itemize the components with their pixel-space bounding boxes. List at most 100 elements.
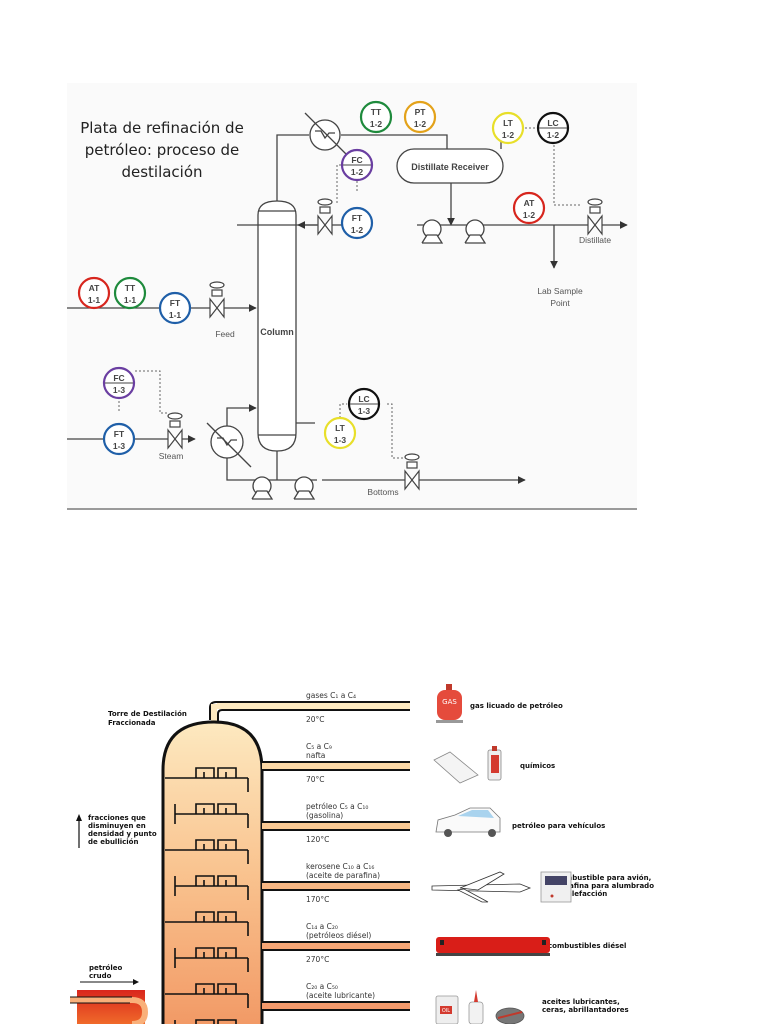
lab-sample-label: Point [550, 298, 570, 308]
diagram-title-line: petróleo: proceso de [85, 141, 240, 159]
instrument-number: 1-2 [523, 210, 536, 220]
product-label: petróleo para vehículos [512, 822, 605, 830]
instrument-number: 1-3 [113, 385, 126, 395]
condenser [309, 119, 341, 151]
steam-label: Steam [159, 451, 184, 461]
instrument-number: 1-2 [502, 130, 515, 140]
lab-sample-label: Lab Sample [537, 286, 583, 296]
instrument-number: 1-2 [351, 167, 364, 177]
instrument-tag: LC [547, 118, 558, 128]
valve-icon [317, 198, 333, 236]
instrument-lc-1-3: LC 1-3 [347, 387, 381, 421]
instrument-number: 1-3 [334, 435, 347, 445]
airplane-icon [431, 871, 532, 903]
train-icon [436, 937, 550, 956]
fraction-name: kerosene C₁₀ a C₁₆ [306, 862, 374, 871]
instrument-tag: LC [358, 394, 369, 404]
instrument-tag: FT [170, 298, 181, 308]
pump-icon [293, 476, 316, 500]
receiver-label: Distillate Receiver [411, 162, 489, 172]
distillate-receiver [396, 148, 504, 184]
instrument-number: 1-1 [169, 310, 182, 320]
instrument-ft-1-2: FT 1-2 [340, 206, 374, 240]
product-label: ceras, abrillantadores [542, 1006, 629, 1014]
pump-icon [251, 476, 274, 500]
tray [165, 839, 249, 864]
instrument-number: 1-3 [113, 441, 126, 451]
instrument-number: 1-2 [370, 119, 383, 129]
instrument-tag: TT [125, 283, 136, 293]
diagram-title-line: Plata de refinación de [80, 119, 244, 137]
gas-cylinder-icon: GAS [436, 684, 463, 723]
instrument-at-1-1: AT1-1 [77, 276, 111, 310]
pump-icon [421, 219, 444, 244]
instrument-lt-1-3: LT 1-3 [323, 416, 357, 450]
tower-title: Torre de Destilación [108, 710, 187, 718]
product-label: parafina para alumbrado [556, 882, 654, 890]
fraction-name: nafta [306, 751, 325, 760]
fraction-name: (gasolina) [306, 811, 343, 820]
tower-title: Fraccionada [108, 719, 156, 727]
instrument-number: 1-2 [351, 225, 364, 235]
column-label: Column [260, 327, 294, 337]
instrument-number: 1-1 [88, 295, 101, 305]
fraction-row: C₁₄ a C₂₀(petróleos diésel)270°Ccombusti… [262, 922, 626, 964]
instrument-at-1-2: AT 1-2 [512, 191, 546, 225]
fraction-name: petróleo C₅ a C₁₀ [306, 802, 368, 811]
fraction-name: (aceite de parafina) [306, 871, 380, 880]
diagram-title-line: destilación [121, 163, 202, 181]
instrument-tag: FT [352, 213, 363, 223]
instrument-ft-1-1: FT 1-1 [158, 291, 192, 325]
fraction-name: (aceite lubricante) [306, 991, 375, 1000]
feed-label: Feed [215, 329, 235, 339]
instrument-lt-1-2: LT 1-2 [491, 111, 525, 145]
arrow-note: fracciones que [88, 814, 146, 822]
crude-label: petróleo [89, 964, 123, 972]
fraction-temperature: 20°C [306, 715, 325, 724]
product-label: combustibles diésel [548, 942, 626, 950]
tray [174, 803, 249, 828]
fraction-row: petróleo C₅ a C₁₀(gasolina) 120°C petróleo… [262, 802, 605, 844]
instrument-fc-1-3: FC 1-3 [102, 366, 136, 400]
arrow-note: disminuyen en [88, 822, 146, 830]
bottoms-label: Bottoms [367, 487, 398, 497]
instrument-tag: LT [335, 423, 346, 433]
pid-diagram-panel: Plata de refinación de petróleo: proceso… [67, 83, 637, 510]
valve-icon [167, 412, 183, 450]
fraction-name: C₁₄ a C₂₀ [306, 922, 338, 931]
valve-icon [209, 281, 225, 319]
instrument-ft-1-3: FT 1-3 [102, 422, 136, 456]
pid-diagram: Plata de refinación de petróleo: proceso… [67, 100, 628, 500]
distillation-column [257, 200, 297, 452]
product-label: gas licuado de petróleo [470, 702, 563, 710]
valve-icon [587, 198, 603, 236]
fraction-temperature: 70°C [306, 775, 325, 784]
fraction-name: C₂₀ a C₅₀ [306, 982, 338, 991]
tray [174, 947, 249, 972]
tray [165, 767, 249, 792]
product-label: aceites lubricantes, [542, 998, 620, 1006]
instrument-tag: AT [524, 198, 536, 208]
car-icon [435, 807, 501, 837]
product-label: combustible para avión, [556, 874, 651, 882]
instrument-tag: TT [371, 107, 382, 117]
fraction-temperature: 170°C [306, 895, 329, 904]
svg-text:OIL: OIL [442, 1008, 450, 1014]
product-label: químicos [520, 762, 555, 770]
instrument-tag: LT [503, 118, 514, 128]
arrow-note: de ebullición [88, 838, 138, 846]
arrow-note: densidad y punto [88, 830, 157, 838]
svg-text:GAS: GAS [442, 698, 457, 706]
instrument-number: 1-3 [358, 406, 371, 416]
fraction-temperature: 120°C [306, 835, 329, 844]
tray [165, 911, 249, 936]
instrument-tag: FC [351, 155, 362, 165]
distillate-label: Distillate [579, 235, 611, 245]
instrument-tag: FT [114, 429, 125, 439]
pump-group [251, 219, 487, 500]
instrument-tag: FC [113, 373, 124, 383]
fraction-name: C₅ a C₉ [306, 742, 332, 751]
